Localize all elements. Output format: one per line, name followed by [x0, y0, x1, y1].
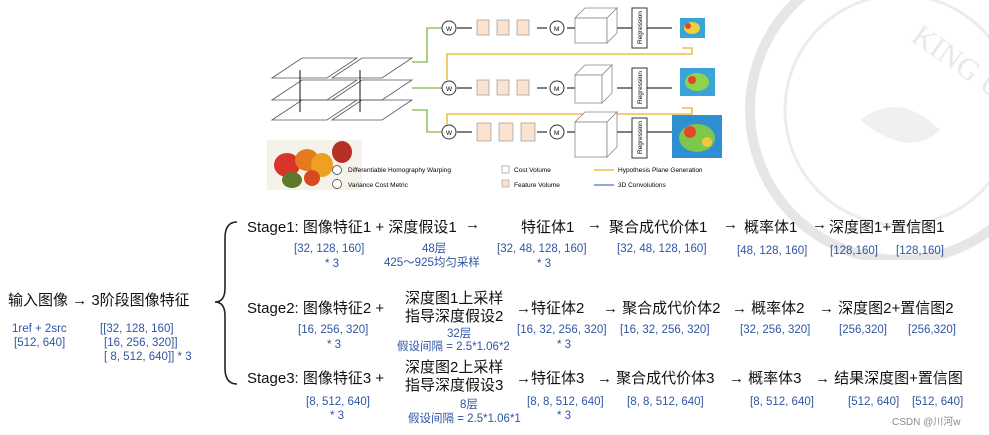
stage3-probability: → 概率体3: [729, 370, 802, 387]
stage2-hyp-count: 32层: [447, 328, 472, 340]
legend-homography: Differentiable Homography Warping: [348, 167, 451, 174]
stage1-hyp-range: 425～925均匀采样: [384, 257, 480, 269]
stage2-feat-mult: * 3: [327, 339, 342, 351]
stage1-label: Stage1: 图像特征1 + 深度假设1: [247, 219, 457, 236]
seal-text: KING UN: [906, 19, 989, 118]
m-node-label: M: [554, 26, 559, 33]
stage2-feat-dim: [16, 256, 320]: [298, 324, 369, 336]
stage1-feat-mult: * 3: [325, 258, 340, 270]
stage1-probability: 概率体1: [744, 219, 798, 236]
figure-legend: Differentiable Homography Warping Varian…: [332, 165, 703, 189]
stage2-output: → 深度图2+置信图2: [819, 300, 954, 317]
architecture-figure: W W W M M M Regression Regression Regres…: [267, 7, 722, 190]
stage2-depth-dim: [256,320]: [839, 324, 887, 336]
stage3-prob-dim: [8, 512, 640]: [750, 396, 814, 408]
stage2-hyp-line1: 深度图1上采样: [405, 290, 504, 307]
stage2-aggregate: → 聚合成代价体2: [603, 300, 721, 317]
stage2-agg-dim: [16, 32, 256, 320]: [620, 324, 710, 336]
input-image-photo: [267, 140, 362, 190]
legend-feature-volume: Feature Volume: [514, 182, 560, 189]
feature-pyramid-planes: [270, 57, 414, 121]
stage3-aggregate: → 聚合成代价体3: [597, 370, 715, 387]
stage2-prob-dim: [32, 256, 320]: [740, 324, 811, 336]
input-size: [512, 640]: [14, 337, 66, 349]
stage3-hyp-line2: 指导深度假设3: [405, 377, 504, 394]
variance-nodes: M M M: [549, 20, 565, 140]
stage3-vol-dim: [8, 8, 512, 640]: [527, 396, 604, 408]
stage3-conf-dim: [512, 640]: [912, 396, 964, 408]
csdn-watermark: CSDN @川河w: [892, 417, 961, 428]
input-feat-line3: [ 8, 512, 640]] * 3: [104, 351, 192, 363]
input-src: 1ref + 2src: [12, 323, 67, 335]
legend-hypothesis: Hypothesis Plane Generation: [618, 167, 703, 174]
stage3-depth-dim: [512, 640]: [848, 396, 900, 408]
regression-label: Regression: [637, 121, 644, 154]
stage3-hyp-interval: 假设间隔 = 2.5*1.06*1: [408, 413, 521, 425]
stage3-agg-dim: [8, 8, 512, 640]: [627, 396, 704, 408]
depth-map-outputs: [672, 18, 722, 158]
legend-3d-conv: 3D Convolutions: [618, 182, 666, 189]
input-title: 输入图像 → 3阶段图像特征: [8, 292, 190, 309]
stage3-feat-mult: * 3: [330, 410, 345, 422]
stage3-vol-mult: * 3: [557, 410, 572, 422]
stage1-feat-dim: [32, 128, 160]: [294, 243, 365, 255]
legend-cost-volume: Cost Volume: [514, 167, 551, 174]
stage1-aggregate: 聚合成代价体1: [609, 219, 708, 236]
stage2-volume: →特征体2: [516, 300, 585, 317]
stage1-vol-mult: * 3: [537, 258, 552, 270]
stage1-volume: 特征体1: [521, 219, 575, 236]
stage2-vol-dim: [16, 32, 256, 320]: [517, 324, 607, 336]
stage2-hyp-line2: 指导深度假设2: [405, 308, 504, 325]
stage1-arrow: →: [812, 216, 827, 233]
stage3-output: → 结果深度图+置信图: [815, 370, 963, 387]
stage1-hyp-count: 48层: [422, 243, 447, 255]
stage1-output: 深度图1+置信图1: [829, 219, 945, 236]
stage1-conf-dim: [128,160]: [896, 245, 944, 257]
legend-variance: Variance Cost Metric: [348, 182, 409, 189]
stage3-volume: →特征体3: [516, 370, 585, 387]
homography-nodes: W W W: [441, 20, 457, 140]
cost-volumes: [574, 7, 618, 158]
curly-brace: [214, 221, 238, 385]
stage1-arrow: →: [587, 216, 602, 233]
stage3-hyp-count: 8层: [460, 399, 478, 411]
regression-boxes: Regression Regression Regression: [631, 7, 648, 159]
stage2-conf-dim: [256,320]: [908, 324, 956, 336]
feature-volumes: [476, 19, 536, 142]
regression-label: Regression: [637, 71, 644, 104]
input-feat-line1: [[32, 128, 160]: [100, 323, 174, 335]
regression-label: Regression: [637, 11, 644, 44]
stage2-probability: → 概率体2: [732, 300, 805, 317]
stage3-hyp-line1: 深度图2上采样: [405, 359, 504, 376]
w-node-label: W: [446, 130, 453, 137]
stage2-vol-mult: * 3: [557, 339, 572, 351]
stage1-arrow: →: [465, 216, 480, 233]
stage2-hyp-interval: 假设间隔 = 2.5*1.06*2: [397, 341, 510, 353]
m-node-label: M: [554, 130, 559, 137]
stage3-feat-dim: [8, 512, 640]: [306, 396, 370, 408]
stage1-agg-dim: [32, 48, 128, 160]: [617, 243, 707, 255]
stage1-vol-dim: [32, 48, 128, 160]: [497, 243, 587, 255]
stage3-label: Stage3: 图像特征3 +: [247, 370, 385, 387]
stage1-prob-dim: [48, 128, 160]: [737, 245, 808, 257]
stage1-arrow: →: [723, 216, 738, 233]
w-node-label: W: [446, 26, 453, 33]
m-node-label: M: [554, 86, 559, 93]
input-feat-line2: [16, 256, 320]]: [104, 337, 178, 349]
stage2-label: Stage2: 图像特征2 +: [247, 300, 385, 317]
w-node-label: W: [446, 86, 453, 93]
university-seal-watermark: KING UN: [745, 0, 989, 260]
stage1-depth-dim: [128,160]: [830, 245, 878, 257]
